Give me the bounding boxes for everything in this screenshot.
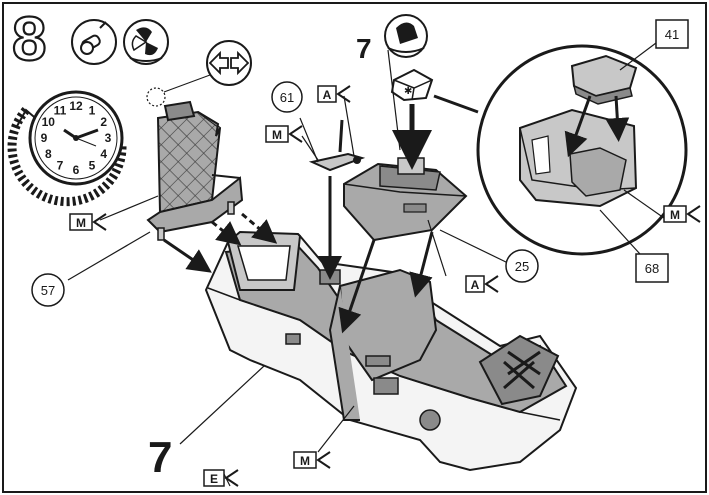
assembly-arrows [163, 95, 630, 334]
pin-hole-marker [146, 87, 166, 107]
part-57-badge [31, 273, 65, 307]
flip-arrows-icon [206, 40, 252, 86]
clock-numeral: 8 [45, 147, 52, 161]
clock-numeral: 10 [42, 115, 56, 129]
clock-numeral: 11 [54, 103, 67, 117]
part-68-badge [635, 253, 669, 283]
leader-line [163, 74, 211, 93]
tag-m-bottom-label: M [300, 454, 310, 468]
svg-text:✱: ✱ [404, 86, 412, 97]
clock-numeral: 7 [57, 159, 64, 173]
part-25-badge [505, 249, 539, 283]
tag-m-detail: M [663, 205, 701, 223]
tag-m-bottom: M [293, 451, 331, 469]
instrument-panel-part [343, 157, 468, 242]
part-25-label: 25 [515, 259, 529, 274]
tag-e-bottom-label: E [210, 472, 218, 486]
clock-numeral: 9 [41, 131, 48, 145]
part-41-label: 41 [665, 27, 679, 42]
cockpit-tub-part [204, 230, 578, 472]
clock-numeral: 5 [89, 159, 96, 173]
part-41-badge [655, 19, 689, 49]
part-7-bottom-label: 7 [148, 433, 172, 482]
tag-m-seat: M [69, 213, 107, 231]
clock-numeral: 2 [100, 115, 107, 129]
tag-e-bottom: E [203, 469, 239, 487]
paint-icon [384, 14, 428, 58]
leader-lines [67, 39, 665, 487]
clock-numeral: 1 [89, 103, 96, 117]
part-68-label: 68 [645, 261, 659, 276]
decal-piece: ✱ [390, 68, 434, 102]
clock-numeral: 12 [69, 99, 83, 113]
tag-a-right: A [465, 275, 499, 293]
tag-a-top: A [317, 85, 351, 103]
whistle-icon [71, 19, 117, 65]
clock-numeral: 3 [105, 131, 112, 145]
fan-icon [123, 19, 169, 65]
part-7-top-label: 7 [356, 33, 372, 64]
clock-numeral: 4 [100, 147, 107, 161]
control-stick-part [308, 119, 366, 172]
detail-magnifier [433, 44, 688, 256]
clock-numeral: 6 [73, 163, 80, 177]
tag-m-stick: M [265, 125, 303, 143]
tag-m-stick-label: M [272, 128, 282, 142]
seat-part [146, 100, 244, 241]
tag-a-top-label: A [323, 88, 332, 102]
tag-m-detail-label: M [670, 208, 680, 222]
tag-m-seat-label: M [76, 216, 86, 230]
part-61-badge [271, 81, 303, 113]
part-61-label: 61 [280, 90, 294, 105]
tag-a-right-label: A [471, 278, 480, 292]
step-number: 8 [12, 5, 46, 74]
part-57-label: 57 [41, 283, 55, 298]
